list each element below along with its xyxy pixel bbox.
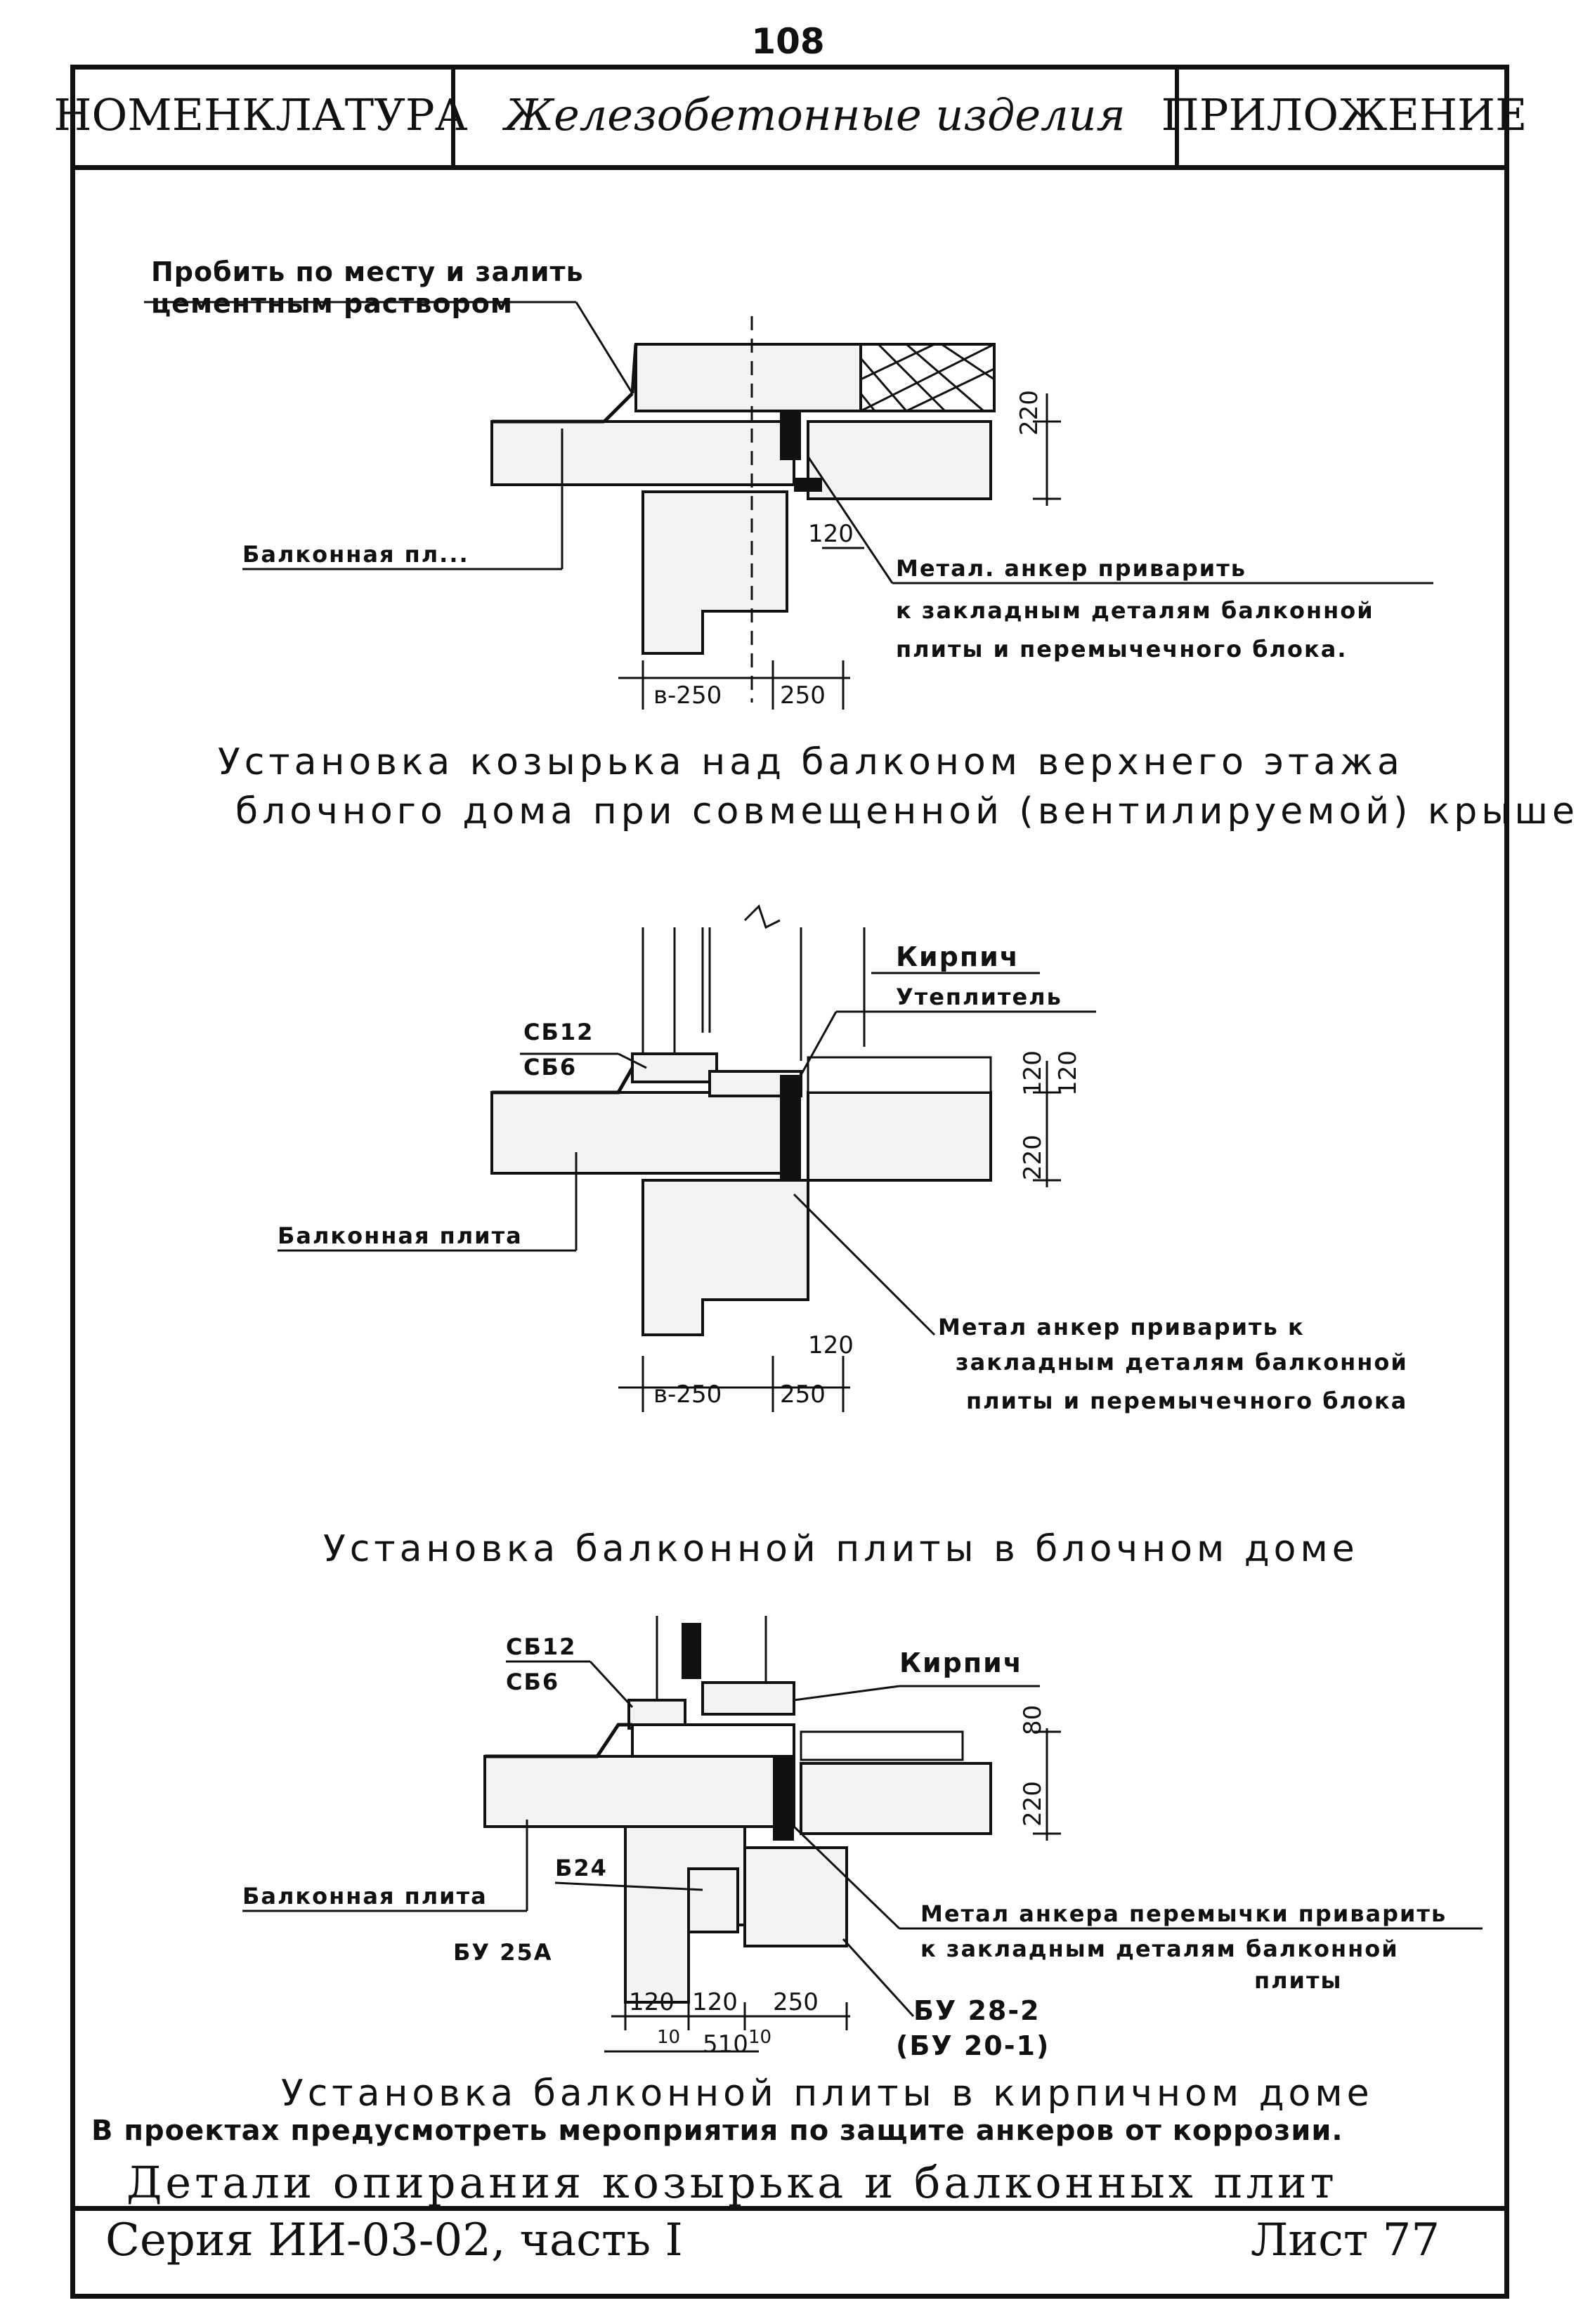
figure1-balcony-label: Балконная пл...	[242, 541, 469, 568]
figure1-anchor-line3: плиты и перемычечного блока.	[896, 636, 1348, 662]
figure2-dim-b250: в-250	[653, 1380, 722, 1409]
figure3-sb12: СБ12	[506, 1633, 577, 1660]
figure3-anchor-line3: плиты	[1254, 1967, 1343, 1994]
figure1-note-line1: Пробить по месту и залить	[151, 256, 584, 287]
figure1-dim-120: 120	[808, 520, 854, 548]
figure1-caption-line2: блочного дома при совмещенной (вентилиру…	[235, 790, 1576, 833]
figure3-sb6: СБ6	[506, 1669, 560, 1695]
figure2-dim-120-bottom: 120	[808, 1331, 854, 1359]
figure1-anchor-line1: Метал. анкер приварить	[896, 555, 1246, 582]
figure3-dim-220: 220	[1019, 1781, 1047, 1827]
figure2-brick: Кирпич	[896, 941, 1020, 972]
figure3-brick: Кирпич	[899, 1647, 1023, 1678]
figure3-caption: Установка балконной плиты в кирпичном до…	[281, 2072, 1374, 2115]
figure2-caption: Установка балконной плиты в блочном доме	[323, 1528, 1359, 1570]
figure3-dim-120a: 120	[629, 1988, 675, 2016]
figure3-dim-10a: 10	[657, 2027, 681, 2048]
header-appendix: ПРИЛОЖЕНИЕ	[1161, 65, 1527, 170]
footer-series: Серия ИИ-03-02, часть I	[105, 2214, 683, 2266]
sheet-frame	[70, 65, 1509, 2299]
figure3-b24: Б24	[555, 1855, 608, 1881]
figure3-dim-120b: 120	[692, 1988, 738, 2016]
figure1-dim-250: 250	[780, 681, 826, 710]
figure2-anchor-line1: Метал анкер приварить к	[938, 1314, 1305, 1340]
figure3-anchor-line2: к закладным деталям балконной	[920, 1935, 1399, 1962]
figure2-sb6: СБ6	[523, 1054, 578, 1081]
figure2-anchor-line2: закладным деталям балконной	[956, 1349, 1408, 1376]
figure3-dim-250: 250	[773, 1988, 819, 2016]
figure3-bu20: (БУ 20-1)	[896, 2030, 1050, 2061]
figure2-dim-250: 250	[780, 1380, 826, 1409]
footer-sheet: Лист 77	[1251, 2214, 1440, 2266]
header-nomenclature: НОМЕНКЛАТУРА	[53, 65, 468, 170]
figure3-dim-510: 510	[703, 2030, 748, 2058]
figure3-balcony-label: Балконная плита	[242, 1883, 488, 1910]
figure2-balcony-label: Балконная плита	[278, 1222, 523, 1249]
page-number: 108	[751, 21, 825, 62]
figure2-sb12: СБ12	[523, 1019, 594, 1045]
corrosion-note: В проектах предусмотреть мероприятия по …	[91, 2115, 1343, 2147]
figure1-note-line2: цементным раствором	[151, 288, 513, 319]
header-subject: Железобетонные изделия	[455, 65, 1179, 170]
figure3-bu28: БУ 28-2	[913, 1995, 1041, 2026]
sheet-title: Детали опирания козырька и балконных пли…	[126, 2157, 1338, 2208]
figure3-dim-10b: 10	[748, 2027, 772, 2048]
figure1-caption-line1: Установка козырька над балконом верхнего…	[218, 741, 1404, 783]
figure1-dim-b250: в-250	[653, 681, 722, 710]
figure3-dim-80: 80	[1019, 1704, 1047, 1735]
figure3-bu25: БУ 25А	[453, 1939, 553, 1966]
footer-band	[70, 2206, 1509, 2299]
figure2-insulation: Утеплитель	[896, 984, 1062, 1010]
figure1-anchor-line2: к закладным деталям балконной	[896, 597, 1374, 624]
figure2-anchor-line3: плиты и перемычечного блока	[966, 1388, 1408, 1414]
figure3-anchor-line1: Метал анкера перемычки приварить	[920, 1900, 1447, 1927]
